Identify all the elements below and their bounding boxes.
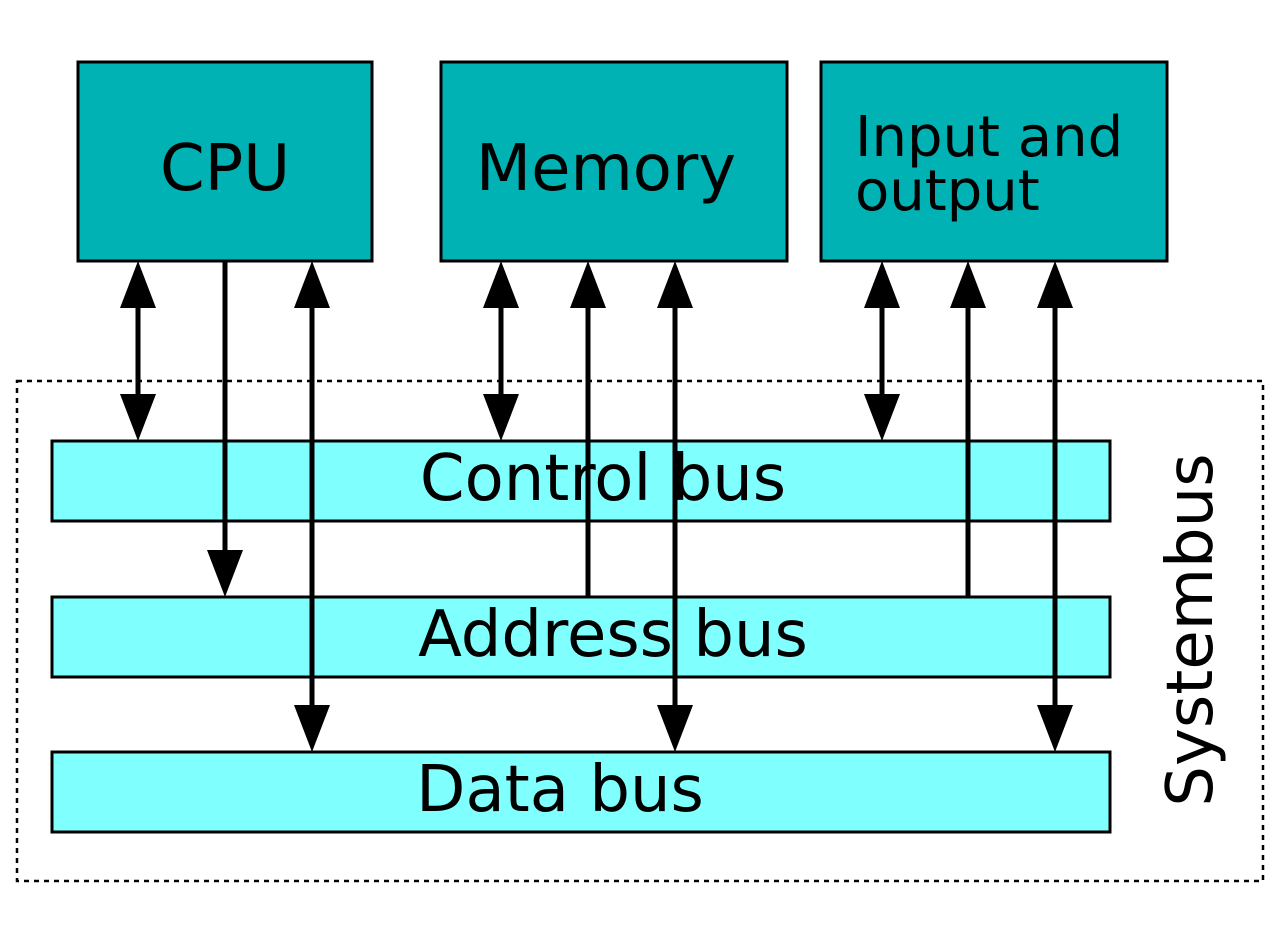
cpu-data-arrow-down: [294, 705, 330, 752]
memory-box: Memory: [439, 60, 789, 263]
io-control-arrow-up: [864, 261, 900, 308]
memory-control-arrow-down: [483, 394, 519, 441]
data-bus-label: Data bus: [416, 753, 704, 827]
io-box: Input and output: [819, 60, 1169, 263]
io-data-arrow-up: [1037, 261, 1073, 308]
address-bus: [50, 595, 1112, 679]
control-bus-label: Control bus: [420, 442, 786, 516]
systembus-label: Systembus: [1154, 453, 1228, 806]
data-bus: [50, 750, 1112, 834]
memory-data-arrow-up: [657, 261, 693, 308]
connection-arrows: [120, 261, 1073, 752]
address-bus-label: Address bus: [418, 598, 808, 672]
cpu-data-arrow-up: [294, 261, 330, 308]
io-label-line1: Input and: [855, 105, 1123, 170]
control-bus: [50, 439, 1112, 523]
memory-control-arrow-up: [483, 261, 519, 308]
cpu-control-arrow-up: [120, 261, 156, 308]
cpu-label: CPU: [160, 132, 290, 206]
memory-data-arrow-down: [657, 705, 693, 752]
memory-address-arrow-up: [570, 261, 606, 308]
io-address-arrow-up: [950, 261, 986, 308]
cpu-box: CPU: [76, 60, 374, 263]
cpu-control-arrow-down: [120, 394, 156, 441]
memory-label: Memory: [476, 132, 736, 206]
io-data-arrow-down: [1037, 705, 1073, 752]
cpu-address-arrow-down: [207, 550, 243, 597]
io-label-line2: output: [855, 159, 1040, 224]
systembus-boundary: [15, 379, 1265, 883]
io-control-arrow-down: [864, 394, 900, 441]
